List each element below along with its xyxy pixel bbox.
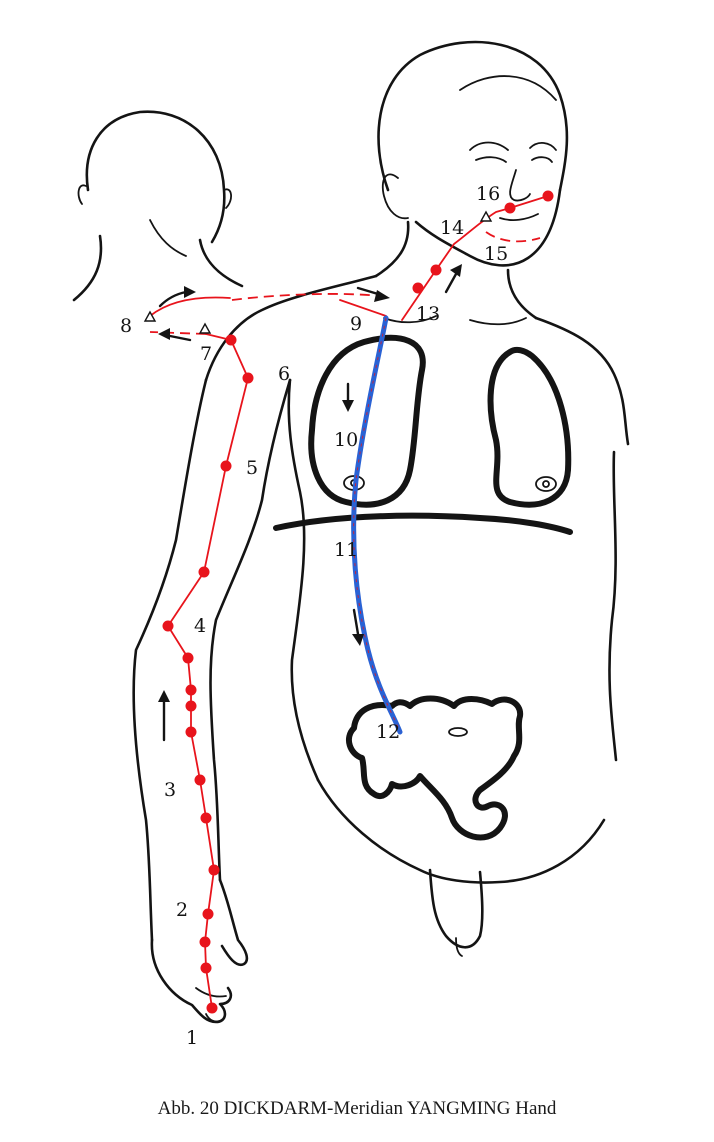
arrow-down-icon [342, 382, 354, 412]
arrow-right-icon [158, 286, 196, 308]
acupoint [200, 812, 212, 824]
acupoint [220, 460, 232, 472]
acupoint [185, 684, 197, 696]
triangle-marker [479, 210, 493, 222]
internal-pathway [351, 315, 403, 735]
left-lung [487, 346, 572, 508]
arrow-right-icon [356, 286, 390, 302]
acupoint [162, 620, 174, 632]
label-11: 11 [334, 539, 358, 561]
acupoint [208, 864, 220, 876]
back-connection-line [149, 331, 207, 335]
label-16: 16 [476, 183, 500, 205]
acupoint [504, 202, 516, 214]
acupoint [202, 908, 214, 920]
acupoints [143, 190, 554, 1014]
acupoint [198, 566, 210, 578]
direction-arrows [158, 264, 462, 742]
acupoint [206, 1002, 218, 1014]
arrow-up-right-icon [444, 264, 462, 294]
acupoint [182, 652, 194, 664]
acupoint [242, 372, 254, 384]
neck-meridian-line [401, 195, 549, 321]
label-4: 4 [194, 615, 206, 637]
label-13: 13 [416, 303, 440, 325]
arrow-left-icon [158, 328, 192, 342]
left-nipple [535, 476, 557, 492]
acupoint [430, 264, 442, 276]
label-9: 9 [350, 313, 362, 335]
label-2: 2 [176, 899, 188, 921]
over-shoulder-dashed-line [231, 293, 381, 301]
label-15: 15 [484, 243, 508, 265]
large-intestine [345, 695, 524, 841]
acupoint [542, 190, 554, 202]
acupoint [199, 936, 211, 948]
label-6: 6 [278, 363, 290, 385]
body-outline [132, 40, 630, 1024]
organs [273, 334, 573, 841]
right-lung [308, 334, 426, 508]
point-labels: 1 2 3 4 5 6 7 8 9 10 11 12 13 14 15 16 [120, 183, 508, 1049]
acupoint [200, 962, 212, 974]
label-14: 14 [440, 217, 464, 239]
acupoint [194, 774, 206, 786]
label-7: 7 [200, 343, 212, 365]
arrow-up-icon [158, 690, 170, 742]
arrow-down-icon [352, 608, 364, 646]
acupoint [225, 334, 237, 346]
figure-caption: Abb. 20 DICKDARM-Meridian YANGMING Hand [157, 1098, 557, 1119]
label-5: 5 [246, 457, 258, 479]
triangle-marker [198, 322, 212, 334]
acupoint [185, 726, 197, 738]
label-8: 8 [120, 315, 132, 337]
label-10: 10 [334, 429, 358, 451]
label-12: 12 [376, 721, 400, 743]
triangle-marker [143, 310, 157, 322]
back-view-figure [72, 110, 244, 302]
acupoint [412, 282, 424, 294]
label-3: 3 [164, 779, 176, 801]
acupoint [185, 700, 197, 712]
diaphragm [273, 512, 573, 535]
label-1: 1 [186, 1027, 198, 1049]
meridian-pathway [149, 195, 549, 1009]
